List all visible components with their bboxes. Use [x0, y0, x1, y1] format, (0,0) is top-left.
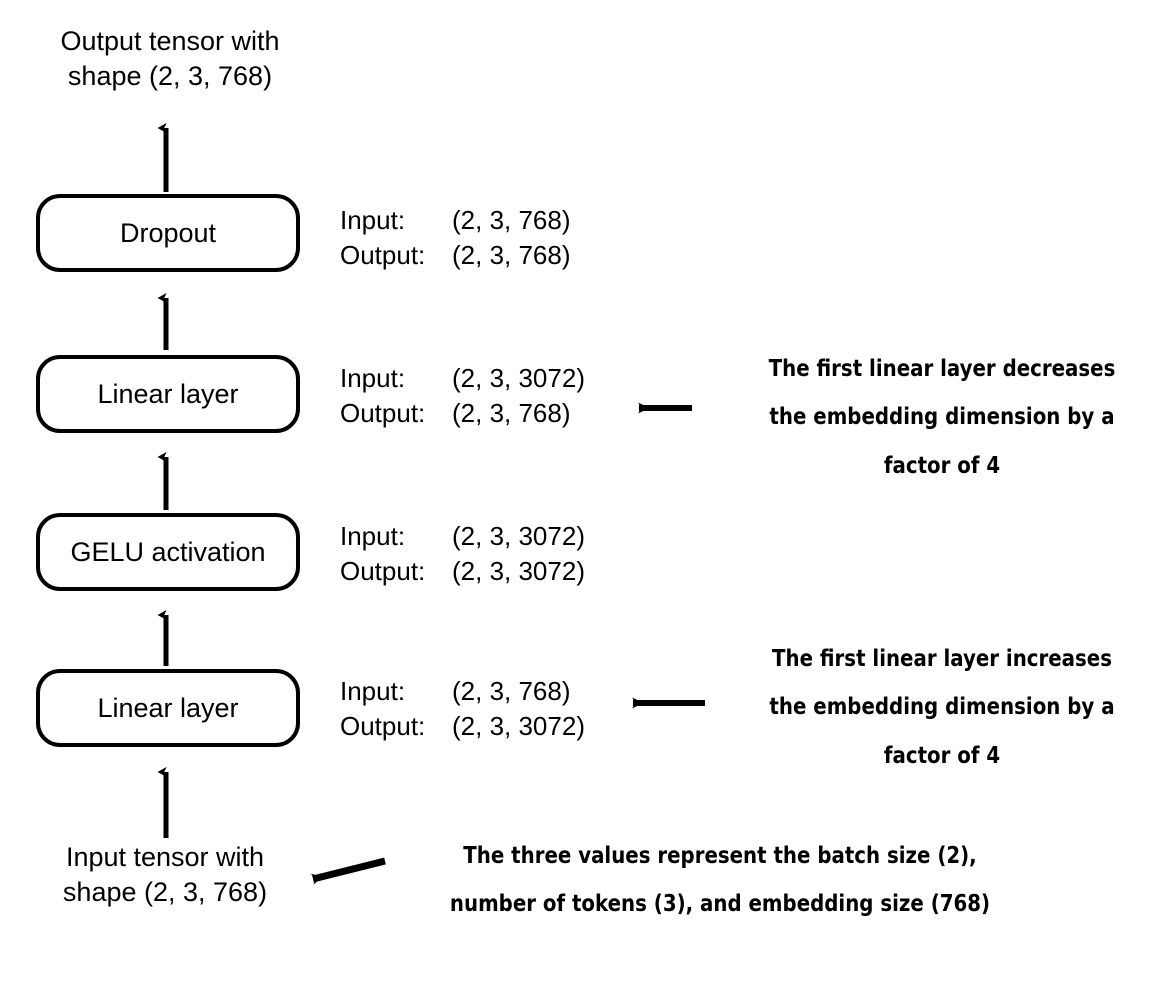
- note-increase: The first linear layer increases the emb…: [769, 646, 1115, 769]
- block-gelu-activation[interactable]: GELU activation: [36, 513, 300, 591]
- io-row-output: Output: (2, 3, 3072): [340, 709, 585, 744]
- io-output-key: Output:: [340, 555, 426, 586]
- io-row-output: Output: (2, 3, 768): [340, 396, 585, 431]
- block-dropout[interactable]: Dropout: [36, 194, 300, 272]
- io-output-value: (2, 3, 3072): [452, 710, 585, 741]
- io-output-value: (2, 3, 3072): [452, 555, 585, 586]
- block-linear-layer-2-label: Linear layer: [97, 378, 239, 409]
- io-spec-gelu-activation: Input: (2, 3, 3072) Output: (2, 3, 3072): [340, 519, 585, 589]
- input-tensor-caption: Input tensor with shape (2, 3, 768): [62, 842, 268, 907]
- block-dropout-label: Dropout: [119, 217, 217, 248]
- note-shape-meaning: The three values represent the batch siz…: [449, 843, 991, 918]
- io-spec-dropout: Input: (2, 3, 768) Output: (2, 3, 768): [340, 203, 571, 273]
- io-output-key: Output:: [340, 710, 426, 741]
- io-spec-linear-layer-1: Input: (2, 3, 768) Output: (2, 3, 3072): [340, 674, 585, 744]
- io-output-key: Output:: [340, 397, 426, 428]
- block-linear-layer-1-label: Linear layer: [97, 692, 239, 723]
- io-input-value: (2, 3, 768): [452, 676, 571, 706]
- io-row-input: Input: (2, 3, 768): [340, 203, 571, 238]
- io-output-key: Output:: [340, 239, 426, 270]
- io-row-input: Input: (2, 3, 3072): [340, 519, 585, 554]
- io-input-key: Input:: [340, 521, 406, 551]
- io-row-input: Input: (2, 3, 3072): [340, 361, 585, 396]
- note-decrease: The first linear layer decreases the emb…: [768, 356, 1116, 479]
- block-linear-layer-2[interactable]: Linear layer: [36, 355, 300, 433]
- io-row-output: Output: (2, 3, 3072): [340, 554, 585, 589]
- block-linear-layer-1[interactable]: Linear layer: [36, 669, 300, 747]
- io-input-key: Input:: [340, 676, 406, 706]
- block-gelu-activation-label: GELU activation: [70, 536, 266, 567]
- io-output-value: (2, 3, 768): [452, 239, 571, 270]
- io-spec-linear-layer-2: Input: (2, 3, 3072) Output: (2, 3, 768): [340, 361, 585, 431]
- arrow-note-shape-meaning: [310, 857, 386, 885]
- io-input-key: Input:: [340, 205, 406, 235]
- io-input-value: (2, 3, 3072): [452, 363, 585, 393]
- io-output-value: (2, 3, 768): [452, 397, 571, 428]
- io-input-key: Input:: [340, 363, 406, 393]
- io-input-value: (2, 3, 768): [452, 205, 571, 235]
- output-tensor-caption: Output tensor with shape (2, 3, 768): [60, 26, 280, 91]
- io-row-input: Input: (2, 3, 768): [340, 674, 585, 709]
- io-input-value: (2, 3, 3072): [452, 521, 585, 551]
- io-row-output: Output: (2, 3, 768): [340, 238, 571, 273]
